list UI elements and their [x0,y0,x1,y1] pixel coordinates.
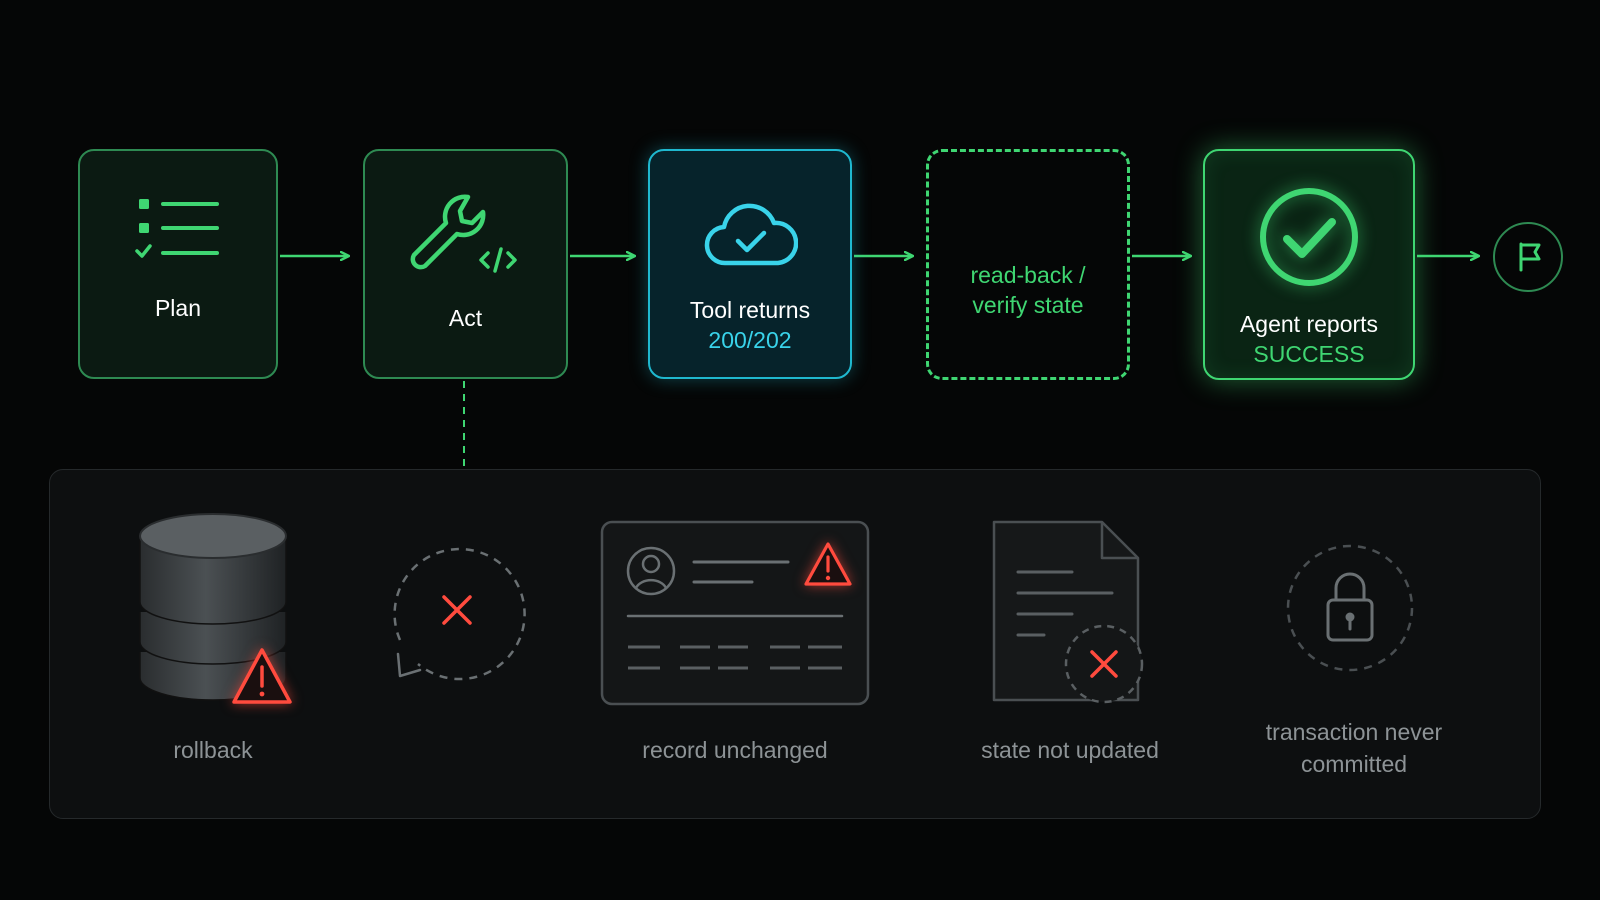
verify-line-1: read-back / [970,261,1086,288]
tool-code: 200/202 [708,327,792,353]
plan-node: Plan [78,149,278,379]
act-label: Act [448,305,483,331]
check-circle-icon [1260,188,1358,286]
record-label: record unchanged [642,737,828,763]
wrench-code-icon [410,194,517,273]
checklist-icon [135,199,219,258]
success-node: Agent reports SUCCESS [1203,149,1415,380]
verify-line-2: verify state [972,291,1084,318]
cloud-check-icon [704,203,798,266]
success-status: SUCCESS [1253,341,1365,367]
verify-node: read-back / verify state [926,149,1130,380]
tool-label: Tool returns [689,297,811,323]
plan-label: Plan [154,295,202,321]
rollback-label: rollback [173,737,253,763]
state-label: state not updated [981,737,1159,763]
transaction-label-line-2: committed [1300,751,1408,777]
success-label: Agent reports [1239,311,1379,337]
act-node: Act [363,149,568,379]
end-flag-node [1493,222,1563,292]
transaction-label-line-1: transaction never [1265,719,1443,745]
tool-node: Tool returns 200/202 [648,149,852,379]
flag-icon [1519,242,1541,272]
